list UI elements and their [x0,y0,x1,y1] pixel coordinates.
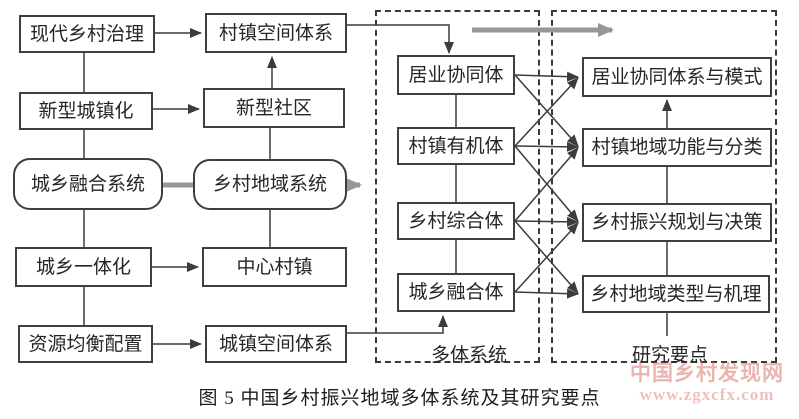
node-town-spatial-system: 城镇空间体系 [205,325,347,363]
node-urban-rural-integration-system: 城乡融合系统 [13,158,163,210]
node-village-town-spatial-system: 村镇空间体系 [205,13,347,53]
node-synergy-system-and-model: 居业协同体系与模式 [582,57,772,97]
node-balanced-resource-allocation: 资源均衡配置 [18,325,153,363]
node-new-community: 新型社区 [203,88,345,128]
node-central-village-town: 中心村镇 [202,247,347,287]
node-residence-industry-synergy-body: 居业协同体 [397,55,515,95]
node-urban-rural-fusion-body: 城乡融合体 [397,273,515,312]
node-village-town-organism: 村镇有机体 [397,127,515,165]
node-revitalization-planning-decision: 乡村振兴规划与决策 [582,203,772,242]
node-new-urbanization: 新型城镇化 [19,92,153,130]
node-rural-complex: 乡村综合体 [397,202,515,240]
figure-caption: 图 5 中国乡村振兴地域多体系统及其研究要点 [198,388,601,409]
node-rural-regional-system: 乡村地域系统 [193,159,347,210]
node-regional-function-classification: 村镇地域功能与分类 [582,128,772,167]
multibody-group-label: 多体系统 [430,345,507,366]
node-urban-rural-integration: 城乡一体化 [15,247,152,287]
node-modern-rural-governance: 现代乡村治理 [19,15,155,53]
node-regional-type-mechanism: 乡村地域类型与机理 [582,275,770,313]
research-group-label: 研究要点 [631,345,708,366]
